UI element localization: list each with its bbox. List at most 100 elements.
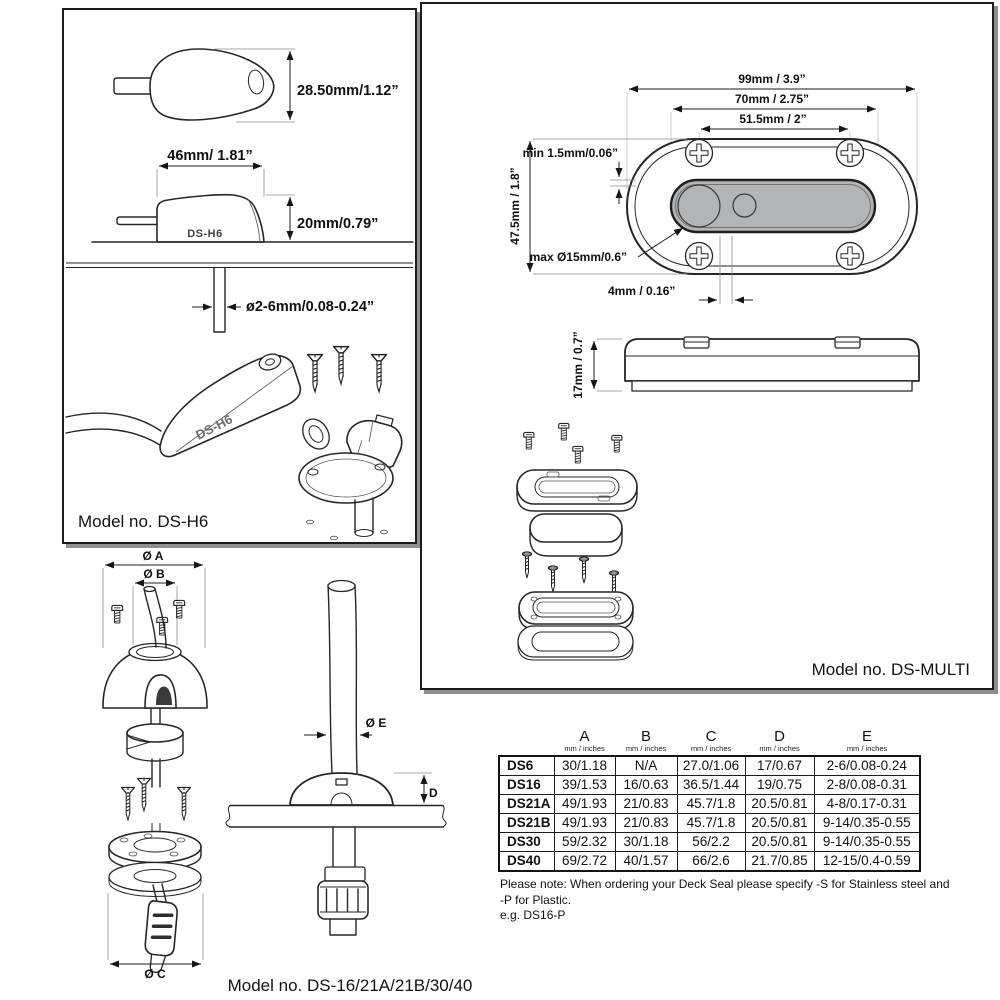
ds-range-drawing: Ø A Ø B (102, 549, 447, 981)
col-d-unit: mm / inches (759, 743, 800, 753)
cell-model: DS16 (498, 774, 555, 795)
screw-icon (572, 445, 584, 464)
cell-a: 49/1.93 (553, 793, 616, 814)
dim-max-cable: max Ø15mm/0.6” (530, 250, 627, 264)
dim-b: Ø B (143, 567, 165, 581)
cell-e: 2-8/0.08-0.31 (813, 774, 921, 795)
screw-icon (111, 604, 124, 624)
cell-a: 39/1.53 (553, 774, 616, 795)
panel-ds-multi: 99mm / 3.9” 70mm / 2.75” 51.5mm / 2” 47.… (420, 2, 994, 690)
cell-a: 59/2.32 (553, 831, 616, 852)
ds-multi-side-view: 17mm / 0.7” (571, 331, 920, 399)
cell-a: 30/1.18 (553, 755, 616, 776)
cell-e: 9-14/0.35-0.55 (813, 831, 921, 852)
cell-c: 27.0/1.06 (676, 755, 746, 776)
col-c-unit: mm / inches (690, 743, 732, 753)
screw-icon (835, 241, 865, 271)
dim-overall-depth: 47.5mm / 1.8” (508, 167, 522, 244)
ds-h6-body-label: DS-H6 (187, 228, 223, 240)
dim-height: 17mm / 0.7” (571, 331, 585, 398)
screw-icon (521, 551, 533, 579)
dim-min-gap: min 1.5mm/0.06” (523, 146, 618, 160)
cell-b: 30/1.18 (614, 831, 678, 852)
screw-icon (558, 422, 570, 441)
cell-a: 69/2.72 (553, 850, 616, 872)
screw-icon (120, 786, 136, 821)
cable-slot (669, 178, 877, 234)
model-label-ds-range: Model no. DS-16/21A/21B/30/40 (227, 976, 473, 995)
panel-ds-h6: 28.50mm/1.12” 46mm/ 1.81” DS-H6 20mm/0.7… (62, 8, 417, 544)
col-c: C (705, 728, 717, 745)
cell-e: 2-6/0.08-0.24 (813, 755, 921, 776)
ds-multi-exploded-view (516, 422, 638, 661)
cell-model: DS21A (498, 793, 555, 814)
screw-icon (611, 434, 623, 453)
cell-b: 21/0.83 (614, 812, 678, 833)
cell-e: 12-15/0.4-0.59 (813, 850, 921, 872)
cell-a: 49/1.93 (553, 812, 616, 833)
large-cable-hole (677, 184, 721, 228)
cell-b: N/A (614, 755, 678, 776)
table-row: DS21A 49/1.93 21/0.83 45.7/1.8 20.5/0.81… (498, 793, 921, 814)
cell-c: 56/2.2 (676, 831, 746, 852)
ds-h6-side-view: 46mm/ 1.81” DS-H6 20mm/0.79” ø2-6mm/0.08… (66, 148, 414, 333)
col-d: D (774, 728, 785, 745)
cell-c: 45.7/1.8 (676, 793, 746, 814)
table-row: DS16 39/1.53 16/0.63 36.5/1.44 19/0.75 2… (498, 774, 921, 795)
cell-model: DS40 (498, 850, 555, 872)
ds-range-exploded-view: Ø A Ø B (102, 549, 208, 981)
col-e: E (862, 728, 873, 745)
cell-d: 20.5/0.81 (744, 812, 815, 833)
ds-h6-drawing: 28.50mm/1.12” 46mm/ 1.81” DS-H6 20mm/0.7… (65, 48, 414, 541)
screw-icon (578, 556, 590, 584)
table-row: DS30 59/2.32 30/1.18 56/2.2 20.5/0.81 9-… (498, 831, 921, 852)
cell-e: 4-8/0.17-0.31 (813, 793, 921, 814)
dim-side-height: 20mm/0.79” (297, 216, 378, 232)
ordering-note: Please note: When ordering your Deck Sea… (500, 877, 950, 924)
dim-hole-gap: 4mm / 0.16” (608, 284, 675, 298)
cell-b: 21/0.83 (614, 793, 678, 814)
ds-h6-top-view: 28.50mm/1.12” (113, 48, 399, 123)
col-a: A (579, 728, 590, 745)
ds-range-installed-view: Ø E D (225, 579, 447, 936)
ds-multi-dimensions: 99mm / 3.9” 70mm / 2.75” 51.5mm / 2” 47.… (508, 72, 915, 304)
table-row: DS40 69/2.72 40/1.57 66/2.6 21.7/0.85 12… (498, 850, 921, 872)
cell-d: 19/0.75 (744, 774, 815, 795)
screw-icon (173, 599, 186, 619)
screw-icon (156, 616, 169, 636)
cell-d: 20.5/0.81 (744, 793, 815, 814)
cell-c: 36.5/1.44 (676, 774, 746, 795)
cell-d: 21.7/0.85 (744, 850, 815, 872)
dim-fixing-width: 70mm / 2.75” (735, 92, 809, 106)
model-label-ds-multi: Model no. DS-MULTI (811, 660, 970, 679)
dim-cable: ø2-6mm/0.08-0.24” (246, 299, 374, 315)
dim-overall-width: 99mm / 3.9” (738, 72, 805, 86)
dim-a: Ø A (143, 549, 164, 563)
table-row: DS21B 49/1.93 21/0.83 45.7/1.8 20.5/0.81… (498, 812, 921, 833)
col-e-unit: mm / inches (846, 743, 888, 753)
small-cable-hole (732, 193, 757, 218)
cell-model: DS21B (498, 812, 555, 833)
col-b-unit: mm / inches (625, 743, 667, 753)
screw-icon (684, 241, 714, 271)
dim-c: Ø C (144, 967, 166, 981)
col-b: B (641, 728, 652, 745)
cell-e: 9-14/0.35-0.55 (813, 812, 921, 833)
cell-b: 40/1.57 (614, 850, 678, 872)
ds-multi-top-view (626, 138, 918, 275)
cable-connector (144, 900, 178, 973)
cell-b: 16/0.63 (614, 774, 678, 795)
screw-icon (835, 138, 865, 168)
dim-width: 46mm/ 1.81” (167, 148, 252, 164)
ordering-note-line1: Please note: When ordering your Deck Sea… (500, 877, 950, 907)
dim-d: D (429, 786, 438, 800)
screw-icon (332, 345, 350, 385)
model-label-ds-h6: Model no. DS-H6 (78, 512, 209, 531)
screw-icon (306, 353, 324, 393)
screw-icon (136, 777, 152, 812)
dim-e: Ø E (366, 716, 387, 730)
cell-c: 66/2.6 (676, 850, 746, 872)
